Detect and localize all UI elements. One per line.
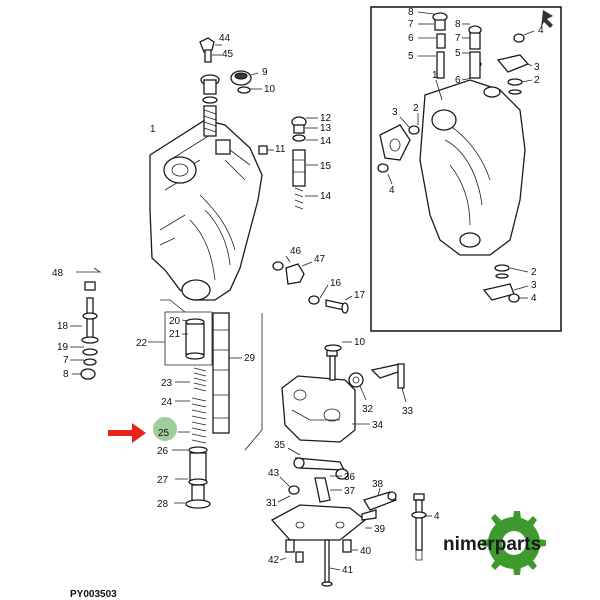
inset-callout-2b: 2: [413, 103, 419, 114]
callout-29: 29: [244, 353, 256, 364]
inset-callout-1: 1: [432, 70, 438, 81]
callout-24: 24: [161, 397, 173, 408]
diagram-code: PY003503: [70, 589, 117, 600]
red-arrow-icon: [108, 423, 146, 443]
callout-19: 19: [57, 342, 69, 353]
inset-callout-7b: 7: [455, 33, 461, 44]
callout-36: 36: [344, 472, 356, 483]
callout-32: 32: [362, 404, 374, 415]
callout-37: 37: [344, 486, 356, 497]
spring-stack: [172, 367, 211, 509]
callout-38: 38: [372, 479, 384, 490]
brand-name: nimerparts: [443, 534, 541, 555]
callout-27: 27: [157, 475, 169, 486]
top-valve-stack: [199, 37, 222, 137]
inset-callout-2c: 2: [531, 267, 537, 278]
inset-callout-2a: 2: [534, 75, 540, 86]
callout-33: 33: [402, 406, 414, 417]
callout-42: 42: [268, 555, 280, 566]
callout-23: 23: [161, 378, 173, 389]
right-valve-12-15: [258, 116, 318, 210]
inset-callout-3b: 3: [392, 107, 398, 118]
callout-13: 13: [320, 123, 332, 134]
left-fitting-stack: [70, 267, 102, 380]
callout-14b: 14: [320, 191, 332, 202]
callout-12: 12: [320, 113, 332, 124]
inset-panel: [370, 6, 562, 332]
callout-41: 41: [342, 565, 354, 576]
inset-callout-3a: 3: [534, 62, 540, 73]
callout-15: 15: [320, 161, 332, 172]
callout-45: 45: [222, 49, 234, 60]
lower-housing: [281, 341, 407, 443]
callout-40: 40: [360, 546, 372, 557]
plug-9-10: [230, 70, 262, 94]
callout-46: 46: [290, 246, 302, 257]
callout-8: 8: [63, 369, 69, 380]
callout-34: 34: [372, 420, 384, 431]
callout-26: 26: [157, 446, 169, 457]
nimerparts-logo: nimerparts: [443, 511, 546, 575]
callout-9: 9: [262, 67, 268, 78]
pin-38: [363, 487, 398, 511]
callout-1: 1: [150, 124, 156, 135]
inset-callout-4c: 4: [389, 185, 395, 196]
inset-callout-6b: 6: [455, 75, 461, 86]
callout-16: 16: [330, 278, 342, 289]
valve-group-20-22: [148, 311, 213, 366]
callout-25: 25: [158, 428, 170, 439]
callout-17: 17: [354, 290, 366, 301]
inset-callout-7a: 7: [408, 19, 414, 30]
inset-callout-3c: 3: [531, 280, 537, 291]
inset-arrow-icon: [541, 10, 553, 28]
highlight-marker: [153, 417, 177, 441]
callout-10: 10: [264, 84, 276, 95]
callout-44: 44: [219, 33, 231, 44]
callout-11: 11: [275, 144, 286, 155]
callout-48: 48: [52, 268, 64, 279]
inset-callout-5a: 5: [408, 51, 414, 62]
callout-47: 47: [314, 254, 326, 265]
inset-callout-5b: 5: [455, 48, 461, 59]
callout-43: 43: [268, 468, 280, 479]
inset-callout-4d: 4: [531, 293, 537, 304]
base-plate: [270, 504, 377, 587]
callout-labels: 44 45 9 10 1 11 12 13 14 15 14 46 47 16 …: [52, 7, 544, 600]
callout-21: 21: [169, 329, 181, 340]
callout-18: 18: [57, 321, 69, 332]
side-fittings: [272, 255, 353, 314]
linkage-assembly: [277, 447, 349, 503]
gear-icon: [482, 511, 546, 575]
valve-housing: [149, 119, 263, 301]
callout-20: 20: [169, 316, 181, 327]
callout-35: 35: [274, 440, 286, 451]
inset-callout-6a: 6: [408, 33, 414, 44]
callout-39: 39: [374, 524, 386, 535]
callout-22: 22: [136, 338, 148, 349]
callout-7: 7: [63, 355, 69, 366]
callout-31: 31: [266, 498, 278, 509]
callout-14a: 14: [320, 136, 332, 147]
callout-10b: 10: [354, 337, 366, 348]
inset-callout-4a: 4: [538, 25, 544, 36]
main-spool: [160, 299, 263, 451]
callout-28: 28: [157, 499, 169, 510]
inset-callout-8a: 8: [408, 7, 414, 18]
callout-4b: 4: [434, 511, 440, 522]
rod-right: [411, 493, 432, 561]
inset-callout-8b: 8: [455, 19, 461, 30]
